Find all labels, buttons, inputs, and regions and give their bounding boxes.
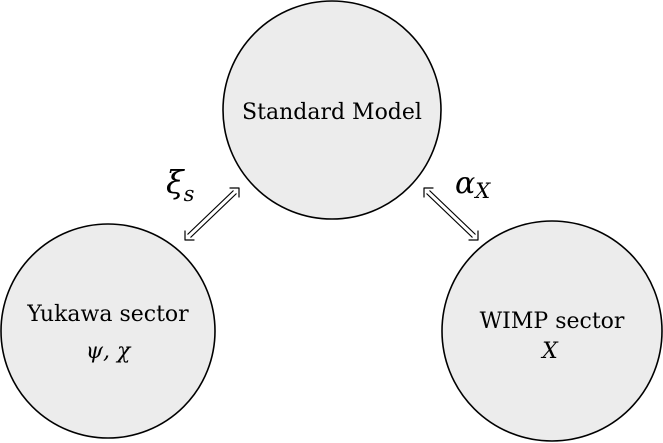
yukawa-sector-fields: ψ, χ bbox=[86, 339, 132, 364]
left-coupling-subscript: s bbox=[184, 182, 195, 206]
left-double-arrow bbox=[184, 187, 240, 241]
standard-model-label: Standard Model bbox=[242, 100, 422, 125]
right-coupling-label: αX bbox=[455, 166, 491, 203]
right-double-arrow bbox=[423, 187, 479, 241]
left-coupling-label: ξs bbox=[166, 163, 195, 206]
yukawa-sector-label: Yukawa sector bbox=[26, 302, 189, 327]
wimp-sector-label: WIMP sector bbox=[480, 309, 625, 334]
right-coupling-subscript: X bbox=[473, 179, 491, 203]
standard-model-circle bbox=[222, 0, 442, 220]
left-coupling-symbol: ξ bbox=[166, 163, 185, 201]
wimp-sector-fields: X bbox=[540, 339, 559, 364]
wimp-sector-node: WIMP sector X bbox=[441, 220, 663, 442]
right-coupling-symbol: α bbox=[455, 166, 475, 201]
yukawa-sector-node: Yukawa sector ψ, χ bbox=[0, 223, 216, 439]
wimp-sector-circle bbox=[441, 220, 663, 442]
yukawa-sector-circle bbox=[0, 223, 216, 439]
standard-model-node: Standard Model bbox=[222, 0, 442, 220]
